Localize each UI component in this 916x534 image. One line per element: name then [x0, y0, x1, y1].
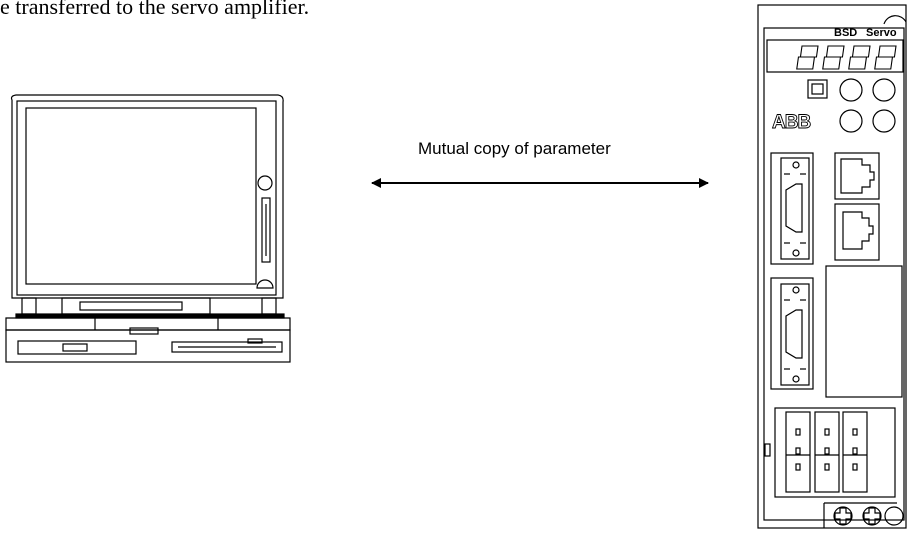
laptop-lid-inner [16, 100, 277, 296]
button-1 [839, 78, 863, 102]
connector-lower-icon [770, 277, 814, 390]
laptop-slot-icon [261, 197, 271, 263]
laptop-hinge-left [21, 297, 37, 315]
laptop-screen [25, 107, 257, 285]
button-4 [872, 109, 896, 133]
small-connector-icon [807, 79, 828, 99]
laptop-hinge-bar [61, 297, 211, 315]
header-text: e transferred to the servo amplifier. [0, 0, 310, 19]
laptop-drive-slot [171, 341, 283, 353]
terminal-block-icon [774, 407, 896, 498]
laptop-button-icon [257, 175, 273, 191]
blank-panel [825, 265, 903, 398]
screw-1-icon [833, 506, 853, 526]
amplifier-notch [883, 15, 907, 25]
display-box [766, 39, 904, 73]
amplifier-panel [763, 27, 905, 521]
laptop-hinge-right [261, 297, 277, 315]
ethernet-port-1-icon [834, 152, 880, 200]
abb-logo: ABB [772, 112, 810, 133]
ethernet-port-2-icon [834, 203, 880, 261]
label-bsd: BSD [834, 27, 857, 39]
connector-upper-icon [770, 152, 814, 265]
amplifier-body [757, 4, 907, 529]
arrow-label: Mutual copy of parameter [418, 139, 611, 158]
label-servo: Servo [866, 27, 897, 39]
screw-hole-icon [884, 506, 904, 526]
screw-2-icon [862, 506, 882, 526]
laptop-lid [10, 94, 284, 299]
laptop-drive-bay [17, 340, 137, 355]
laptop-hinge-slot [79, 301, 183, 311]
button-3 [839, 109, 863, 133]
laptop-power-icon [256, 279, 274, 289]
servo-amplifier [757, 4, 907, 529]
laptop-base-body [5, 329, 291, 363]
indicator-slot [764, 443, 771, 457]
laptop-icon [5, 94, 291, 363]
seven-segment-display [796, 45, 897, 70]
button-2 [872, 78, 896, 102]
